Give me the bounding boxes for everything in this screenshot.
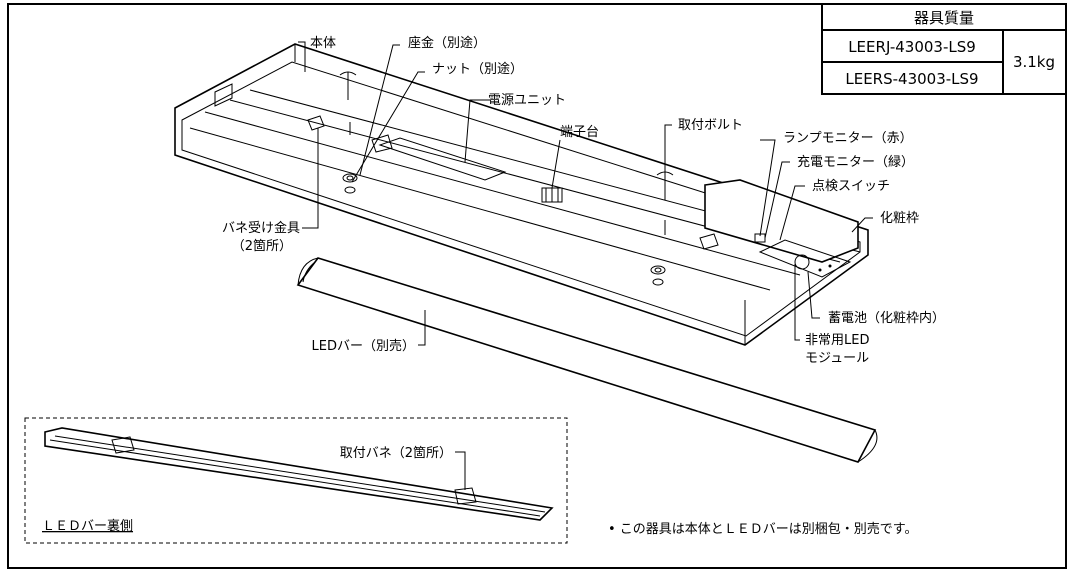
outer-frame — [7, 3, 1067, 569]
led-bar-back-inset: 取付バネ（2箇所） ＬＥＤバー裏側 — [24, 417, 568, 544]
fixture-body-drawing — [174, 43, 869, 346]
weight-table-header: 器具質量 — [914, 9, 974, 27]
label-frame: 化粧枠 — [880, 211, 919, 226]
model-number-1: LEERJ-43003-LS9 — [848, 38, 976, 56]
label-charge-monitor: 充電モニター（緑） — [797, 154, 914, 170]
note-text: • この器具は本体とＬＥＤバーは別梱包・別売です。 — [608, 521, 918, 537]
label-emergency-module: モジュール — [805, 351, 869, 366]
inset-title: ＬＥＤバー裏側 — [42, 519, 133, 534]
label-battery: 蓄電池（化粧枠内） — [828, 310, 945, 326]
label-spring-bracket: バネ受け金具 — [222, 220, 300, 236]
weight-value: 3.1kg — [1013, 53, 1055, 71]
model-number-2: LEERS-43003-LS9 — [845, 70, 978, 88]
label-led-bar: LEDバー（別売） — [312, 338, 415, 354]
component-labels: 本体 座金（別途） ナット（別途） 電源ユニット 端子台 取付ボルト ランプモニ… — [222, 35, 945, 366]
label-lamp-monitor: ランプモニター（赤） — [783, 131, 913, 146]
label-dengen: 電源ユニット — [488, 93, 566, 108]
label-bolt: 取付ボルト — [678, 118, 743, 133]
leader-lines — [298, 41, 873, 346]
weight-table: 器具質量 LEERJ-43003-LS9 LEERS-43003-LS9 3.1… — [821, 3, 1067, 95]
label-nut: ナット（別途） — [432, 61, 523, 77]
label-hontai: 本体 — [310, 36, 336, 51]
label-tanshi: 端子台 — [560, 125, 599, 140]
label-emergency-led: 非常用LED — [805, 333, 869, 348]
label-switch: 点検スイッチ — [812, 179, 890, 194]
label-zagane: 座金（別途） — [408, 35, 486, 51]
inset-spring-label: 取付バネ（2箇所） — [340, 445, 452, 461]
label-spring-bracket-count: （2箇所） — [232, 238, 292, 254]
led-bar-drawing — [296, 257, 878, 463]
